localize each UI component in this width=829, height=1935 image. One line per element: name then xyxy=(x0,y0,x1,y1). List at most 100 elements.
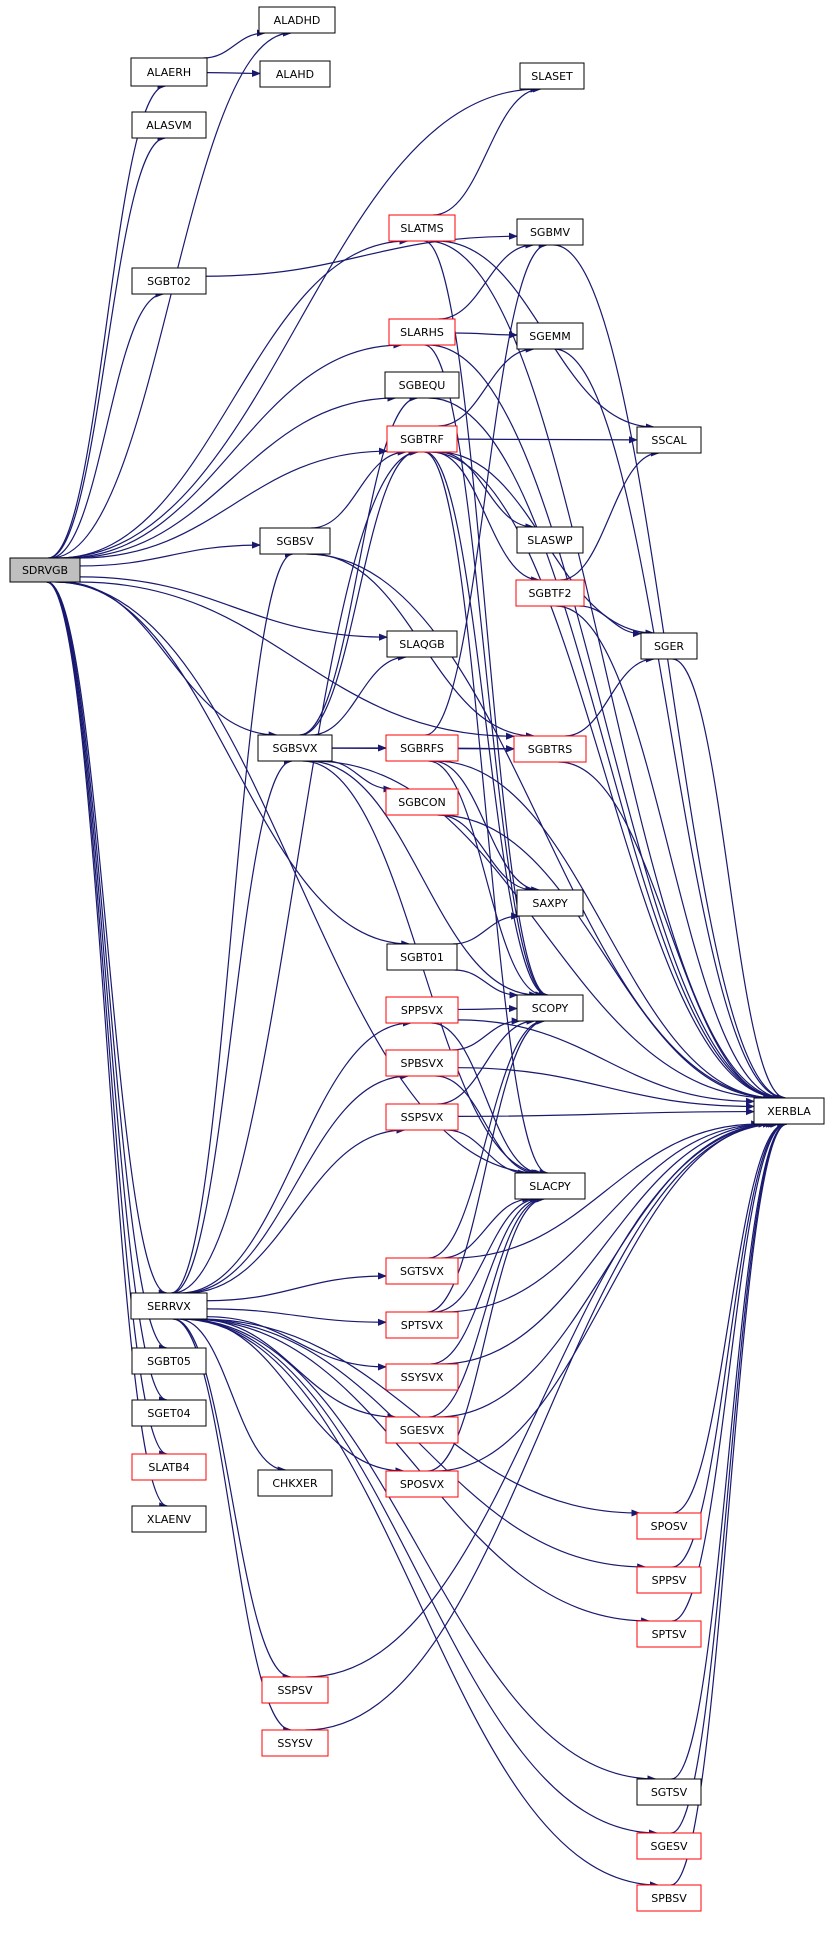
node-sgbcon[interactable]: SGBCON xyxy=(385,788,459,816)
node-ssysv[interactable]: SSYSV xyxy=(261,1729,329,1757)
node-label-sptsvx: SPTSVX xyxy=(401,1319,444,1332)
node-saxpy[interactable]: SAXPY xyxy=(516,889,584,917)
edge-sptsvx-to-slacpy xyxy=(433,1195,539,1313)
edge-sdrvgb-to-aladhd xyxy=(50,29,292,559)
node-box-sgbrfs xyxy=(385,734,459,762)
node-slatb4[interactable]: SLATB4 xyxy=(131,1453,207,1481)
node-slarhs[interactable]: SLARHS xyxy=(388,318,456,346)
node-slaqgb[interactable]: SLAQGB xyxy=(386,630,458,658)
edge-sgbtrf-to-sgbtf2 xyxy=(432,451,541,584)
node-alahd[interactable]: ALAHD xyxy=(259,60,331,88)
node-sgbtrf[interactable]: SGBTRF xyxy=(386,425,458,453)
edge-sdrvgb-to-slatms xyxy=(58,237,409,559)
node-label-sppsv: SPPSV xyxy=(652,1574,687,1587)
edge-sgemm-to-xerbla xyxy=(554,348,786,1102)
edge-sgbcon-to-saxpy xyxy=(438,814,535,894)
node-chkxer[interactable]: CHKXER xyxy=(257,1469,333,1497)
node-box-xlaenv xyxy=(131,1505,207,1533)
edge-sposv-to-xerbla xyxy=(672,1120,787,1514)
edge-serrvx-to-sptsvx xyxy=(206,1308,387,1326)
node-sger[interactable]: SGER xyxy=(640,632,698,660)
node-box-ssysvx xyxy=(385,1363,459,1391)
node-slacpy[interactable]: SLACPY xyxy=(514,1172,586,1200)
edge-sgbsvx-to-sgbequ xyxy=(299,394,419,736)
node-sgemm[interactable]: SGEMM xyxy=(516,322,584,350)
node-box-slatms xyxy=(388,214,456,242)
node-box-saxpy xyxy=(516,889,584,917)
edge-serrvx-to-ssysv xyxy=(172,1318,293,1734)
node-slaset[interactable]: SLASET xyxy=(519,62,585,90)
node-xerbla[interactable]: XERBLA xyxy=(753,1097,825,1125)
node-sgbsvx[interactable]: SGBSVX xyxy=(257,734,333,762)
edge-sgbtrf-to-scopy xyxy=(424,451,548,999)
node-sdrvgb[interactable]: SDRVGB xyxy=(9,557,81,583)
node-box-sgbtrf xyxy=(386,425,458,453)
edge-slarhs-to-sgemm xyxy=(454,331,518,339)
node-sgbequ[interactable]: SGBEQU xyxy=(384,371,460,399)
node-sgesv[interactable]: SGESV xyxy=(636,1832,702,1860)
node-sposv[interactable]: SPOSV xyxy=(636,1512,702,1540)
node-spbsv[interactable]: SPBSV xyxy=(636,1884,702,1912)
node-box-sptsvx xyxy=(385,1311,459,1339)
node-sgtsvx[interactable]: SGTSVX xyxy=(385,1257,459,1285)
node-sspsvx[interactable]: SSPSVX xyxy=(385,1103,459,1131)
node-sppsvx[interactable]: SPPSVX xyxy=(385,996,459,1024)
node-sposvx[interactable]: SPOSVX xyxy=(385,1470,459,1498)
node-xlaenv[interactable]: XLAENV xyxy=(131,1505,207,1533)
node-sspsv[interactable]: SSPSV xyxy=(261,1676,329,1704)
edge-sdrvgb-to-serrvx xyxy=(46,581,168,1297)
node-sgbtf2[interactable]: SGBTF2 xyxy=(515,579,585,607)
node-alaerh[interactable]: ALAERH xyxy=(130,57,208,87)
node-box-alasvm xyxy=(131,111,207,139)
node-sgbmv[interactable]: SGBMV xyxy=(516,218,584,246)
node-sgbt02[interactable]: SGBT02 xyxy=(131,267,207,295)
node-label-xerbla: XERBLA xyxy=(767,1105,811,1118)
node-box-sptsv xyxy=(636,1620,702,1648)
node-sgbt05[interactable]: SGBT05 xyxy=(131,1347,207,1375)
node-scopy[interactable]: SCOPY xyxy=(516,994,584,1022)
edge-sdrvgb-to-sgbtrs xyxy=(78,581,515,740)
node-sgbt01[interactable]: SGBT01 xyxy=(386,943,458,971)
edge-sptsvx-to-xerbla xyxy=(444,1120,768,1313)
node-sptsv[interactable]: SPTSV xyxy=(636,1620,702,1648)
edge-sgtsvx-to-xerbla xyxy=(451,1120,761,1259)
edge-slatms-to-xerbla xyxy=(427,240,785,1102)
node-label-xlaenv: XLAENV xyxy=(147,1513,192,1526)
edge-sspsvx-to-xerbla xyxy=(457,1107,755,1118)
node-slatms[interactable]: SLATMS xyxy=(388,214,456,242)
node-label-sgbt02: SGBT02 xyxy=(147,275,191,288)
node-alasvm[interactable]: ALASVM xyxy=(131,111,207,139)
node-box-serrvx xyxy=(130,1292,208,1320)
edge-sdrvgb-to-sgbsv xyxy=(79,541,261,567)
node-label-slaswp: SLASWP xyxy=(527,534,573,547)
node-box-sget04 xyxy=(131,1399,207,1427)
node-sget04[interactable]: SGET04 xyxy=(131,1399,207,1427)
edge-sspsvx-to-slacpy xyxy=(446,1129,527,1177)
node-sgtsv[interactable]: SGTSV xyxy=(636,1778,702,1806)
edge-sgesvx-to-xerbla xyxy=(436,1120,775,1418)
node-label-slaqgb: SLAQGB xyxy=(399,638,444,651)
node-box-sppsv xyxy=(636,1566,702,1594)
edge-sdrvgb-to-alaerh xyxy=(47,82,167,559)
node-box-sspsv xyxy=(261,1676,329,1704)
edge-serrvx-to-sspsv xyxy=(173,1318,292,1681)
edge-sgbtrf-to-sgemm xyxy=(438,345,535,427)
node-sppsv[interactable]: SPPSV xyxy=(636,1566,702,1594)
node-ssysvx[interactable]: SSYSVX xyxy=(385,1363,459,1391)
edge-sdrvgb-to-slacpy xyxy=(54,581,541,1177)
node-serrvx[interactable]: SERRVX xyxy=(130,1292,208,1320)
node-spbsvx[interactable]: SPBSVX xyxy=(385,1049,459,1077)
node-box-sgesvx xyxy=(385,1416,459,1444)
node-slaswp[interactable]: SLASWP xyxy=(516,526,584,554)
node-box-xerbla xyxy=(753,1097,825,1125)
node-sgbtrs[interactable]: SGBTRS xyxy=(513,735,587,763)
node-sptsvx[interactable]: SPTSVX xyxy=(385,1311,459,1339)
node-sgbsv[interactable]: SGBSV xyxy=(259,527,331,555)
node-label-sgbsvx: SGBSVX xyxy=(273,742,318,755)
node-sgesvx[interactable]: SGESVX xyxy=(385,1416,459,1444)
node-box-slaswp xyxy=(516,526,584,554)
node-sgbrfs[interactable]: SGBRFS xyxy=(385,734,459,762)
edge-sdrvgb-to-xlaenv xyxy=(46,581,169,1510)
node-sscal[interactable]: SSCAL xyxy=(636,426,702,454)
node-aladhd[interactable]: ALADHD xyxy=(258,6,336,34)
